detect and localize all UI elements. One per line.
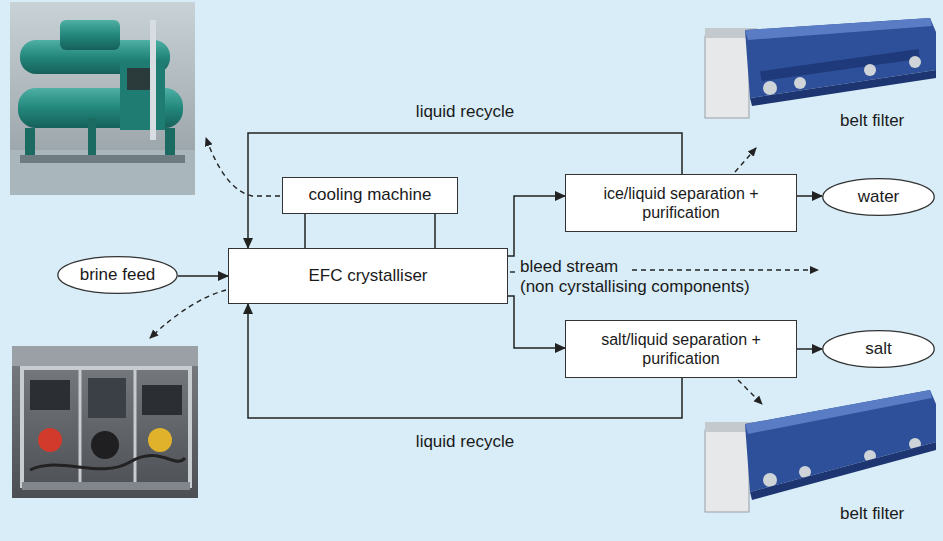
chiller-photo [10,2,195,195]
output-ellipse: water [822,178,935,216]
flow-connector [434,214,436,248]
leader-lines [150,138,818,404]
stream-label: bleed stream [520,257,618,277]
flow-connector [797,195,822,197]
edge-label: liquid recycle [413,102,517,122]
process-box: EFC crystalliser [228,248,508,304]
node-text: water [858,187,900,207]
process-box: ice/liquid separation + purification [565,174,797,232]
flow-connector [178,275,228,277]
flow-connector [304,214,306,248]
flow-connector [508,196,565,256]
node-text: salt/liquid separation + purification [573,330,789,368]
node-text: salt [865,339,891,359]
input-ellipse: brine feed [57,256,178,294]
photo-caption: belt filter [840,111,904,131]
process-box: salt/liquid separation + purification [565,320,797,378]
node-text: brine feed [80,265,156,285]
process-box: cooling machine [282,177,458,214]
node-text: cooling machine [309,185,432,205]
node-text: ice/liquid separation + purification [573,184,789,222]
edge-label: liquid recycle [413,432,517,452]
refrigeration-skid-photo [12,346,198,498]
flow-connector [797,348,822,350]
photo-caption: belt filter [840,504,904,524]
output-ellipse: salt [822,330,935,368]
flow-connector [508,296,565,348]
belt-filter-photo [705,18,936,118]
belt-filter-photo [705,390,936,512]
stream-note: (non cyrstallising components) [520,277,750,297]
node-text: EFC crystalliser [308,266,427,286]
